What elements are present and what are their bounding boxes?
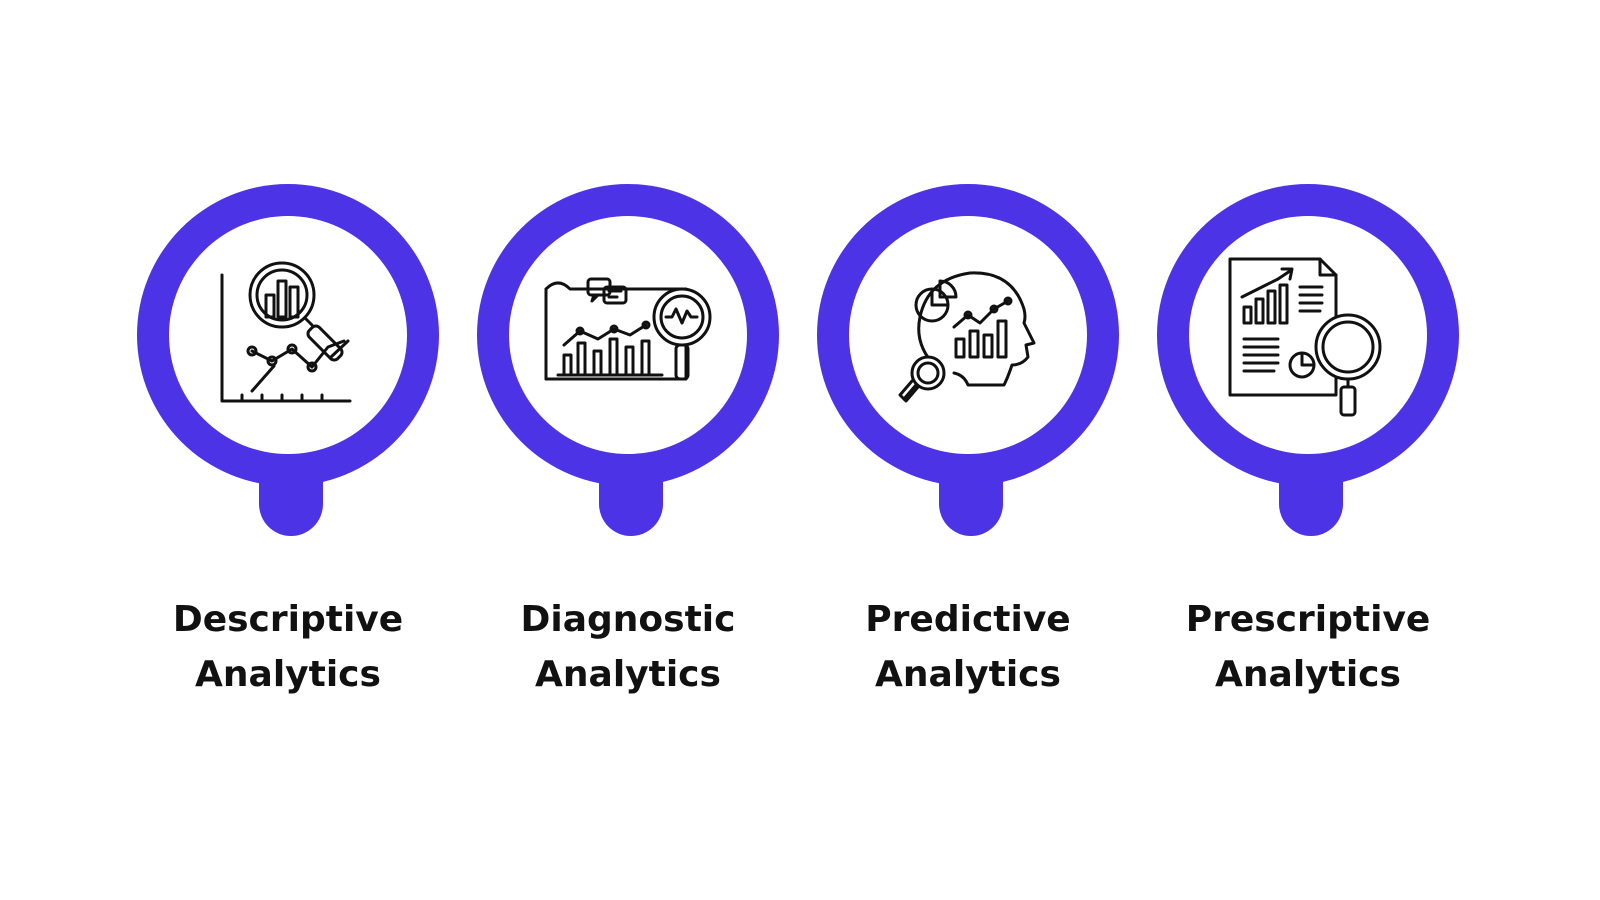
item-label: Diagnostic Analytics	[445, 592, 811, 702]
predictive-analytics-item: Predictive Analytics	[815, 184, 1135, 724]
document-chart-magnifier-icon	[1224, 251, 1392, 419]
label-line-1: Diagnostic	[520, 599, 736, 640]
label-line-1: Predictive	[865, 599, 1071, 640]
pin-marker	[1155, 184, 1475, 554]
report-chat-magnifier-icon	[544, 251, 712, 419]
item-label: Prescriptive Analytics	[1125, 592, 1491, 702]
diagnostic-analytics-item: Diagnostic Analytics	[475, 184, 795, 724]
item-label: Predictive Analytics	[785, 592, 1151, 702]
magnifier-bar-chart-icon	[204, 251, 372, 419]
pin-marker	[135, 184, 455, 554]
label-line-2: Analytics	[195, 654, 381, 695]
pin-inner-circle	[169, 216, 407, 454]
label-line-1: Prescriptive	[1185, 599, 1431, 640]
item-label: Descriptive Analytics	[105, 592, 471, 702]
pin-marker	[815, 184, 1135, 554]
head-chart-icon	[884, 251, 1052, 419]
pin-inner-circle	[849, 216, 1087, 454]
label-line-1: Descriptive	[172, 599, 404, 640]
label-line-2: Analytics	[1215, 654, 1401, 695]
label-line-2: Analytics	[875, 654, 1061, 695]
pin-marker	[475, 184, 795, 554]
prescriptive-analytics-item: Prescriptive Analytics	[1155, 184, 1475, 724]
descriptive-analytics-item: Descriptive Analytics	[135, 184, 455, 724]
label-line-2: Analytics	[535, 654, 721, 695]
